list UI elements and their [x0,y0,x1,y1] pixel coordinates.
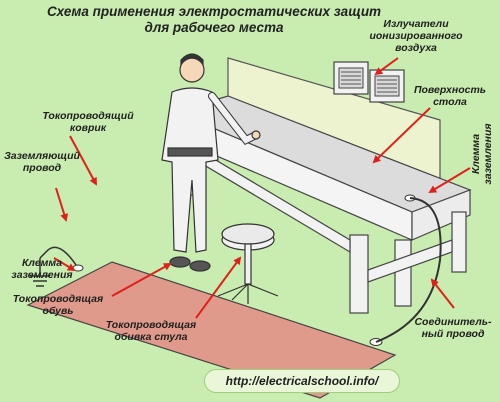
air-ionizer-left [333,61,369,95]
label-table-surface: Поверхность стола [413,84,487,108]
air-ionizer-right [369,69,405,103]
ground-wire [39,246,79,269]
label-conductive-mat: Токопроводящий коврик [42,110,134,134]
label-ionizers: Излучатели ионизированного воздуха [369,18,463,54]
arrow-icon [69,135,97,186]
worker-figure [161,53,261,272]
website-link[interactable]: http://electricalschool.info/ [205,370,399,392]
conductive-stool [217,223,279,304]
website-url[interactable]: http://electricalschool.info/ [225,374,379,388]
arrow-icon [428,167,471,194]
label-conductive-chair: Токопроводящая обивка стула [105,319,197,343]
arrow-icon [195,256,242,319]
label-connecting-wire: Соединитель- ный провод [414,316,492,340]
conductive-mat [26,261,397,399]
pointer-arrows [53,57,471,319]
label-ground-wire: Заземляющий провод [4,150,80,174]
arrow-icon [430,278,455,309]
label-ground-clamp-mat: Клемма заземления [11,257,73,281]
connecting-wire [375,197,442,343]
label-ground-clamp-table: Клемма заземления [470,123,494,185]
arrow-icon [53,257,76,272]
arrow-icon [111,263,172,297]
arrow-icon [374,57,399,76]
diagram-title: Схема применения электростатических защи… [46,4,382,35]
ground-symbol-icon [30,258,50,287]
label-conductive-shoes: Токопроводящая обувь [12,293,104,317]
arrow-icon [55,187,69,222]
arrow-icon [372,107,431,164]
